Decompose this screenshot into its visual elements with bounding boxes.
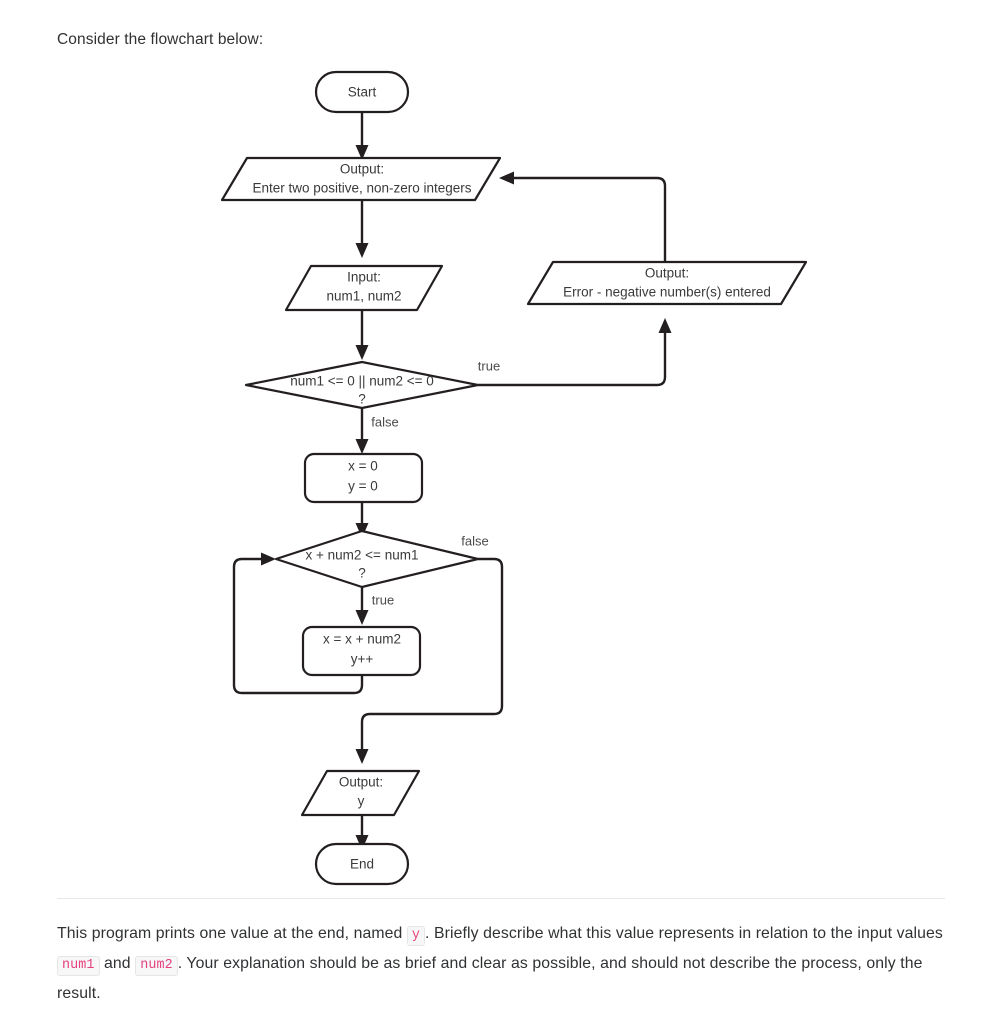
- flowchart-svg: Start Output: Enter two positive, non-ze…: [220, 70, 808, 886]
- node-print-output[interactable]: Output: y: [300, 769, 421, 817]
- flowchart-figure: Start Output: Enter two positive, non-ze…: [0, 60, 1002, 890]
- code-token-num1: num1: [57, 956, 100, 976]
- question-part-2: . Briefly describe what this value repre…: [425, 925, 943, 942]
- question-part-1: This program prints one value at the end…: [57, 925, 407, 942]
- section-divider: [57, 898, 945, 899]
- edge-check-true-to-error: [478, 318, 672, 387]
- node-loop-line2: ?: [358, 566, 366, 581]
- intro-prompt: Consider the flowchart below:: [57, 31, 264, 48]
- edge-loop-true-to-body: [355, 587, 369, 625]
- question-body: This program prints one value at the end…: [57, 920, 950, 1008]
- node-loop-line1: x + num2 <= num1: [306, 548, 419, 563]
- edge-check-false-to-init: [355, 408, 369, 454]
- edge-label-check-true: true: [478, 358, 500, 373]
- code-token-num2: num2: [135, 956, 178, 976]
- edge-loop-false-to-print: [355, 557, 504, 764]
- question-part-4: . Your explanation should be as brief an…: [57, 955, 923, 1002]
- edge-label-check-false: false: [371, 414, 398, 429]
- node-end[interactable]: End: [314, 842, 410, 886]
- node-loop-decision[interactable]: x + num2 <= num1 ?: [274, 529, 480, 589]
- node-prompt-line1: Output:: [340, 162, 384, 177]
- edge-prompt-to-input: [355, 200, 369, 258]
- question-part-3: and: [99, 955, 136, 972]
- edge-input-to-check: [355, 310, 369, 360]
- edge-label-loop-false: false: [461, 533, 488, 548]
- node-end-label: End: [350, 857, 374, 872]
- node-error-line1: Output:: [645, 266, 689, 281]
- node-init-process[interactable]: x = 0 y = 0: [303, 452, 424, 504]
- node-start[interactable]: Start: [314, 70, 410, 114]
- edge-error-to-prompt: [499, 171, 667, 262]
- node-prompt-line2: Enter two positive, non-zero integers: [252, 181, 471, 196]
- node-print-line2: y: [358, 794, 365, 809]
- node-input-line1: Input:: [347, 270, 381, 285]
- edge-label-loop-true: true: [372, 592, 394, 607]
- node-input[interactable]: Input: num1, num2: [284, 264, 444, 312]
- node-error-output[interactable]: Output: Error - negative number(s) enter…: [526, 260, 808, 306]
- node-check-line2: ?: [358, 392, 366, 407]
- edge-body-loopback: [232, 552, 364, 695]
- node-prompt-output[interactable]: Output: Enter two positive, non-zero int…: [220, 156, 502, 202]
- node-check-decision[interactable]: num1 <= 0 || num2 <= 0 ?: [244, 360, 480, 410]
- edge-start-to-prompt: [355, 112, 369, 160]
- node-start-label: Start: [348, 85, 377, 100]
- node-body-line2: y++: [351, 652, 374, 667]
- node-init-line2: y = 0: [348, 479, 378, 494]
- node-print-line1: Output:: [339, 775, 383, 790]
- node-body-line1: x = x + num2: [323, 632, 401, 647]
- node-body-process[interactable]: x = x + num2 y++: [301, 625, 422, 677]
- node-init-line1: x = 0: [348, 459, 378, 474]
- code-token-y: y: [406, 926, 426, 946]
- node-error-line2: Error - negative number(s) entered: [563, 285, 771, 300]
- node-check-line1: num1 <= 0 || num2 <= 0: [290, 374, 434, 389]
- node-input-line2: num1, num2: [326, 289, 401, 304]
- edge-print-to-end: [355, 815, 369, 850]
